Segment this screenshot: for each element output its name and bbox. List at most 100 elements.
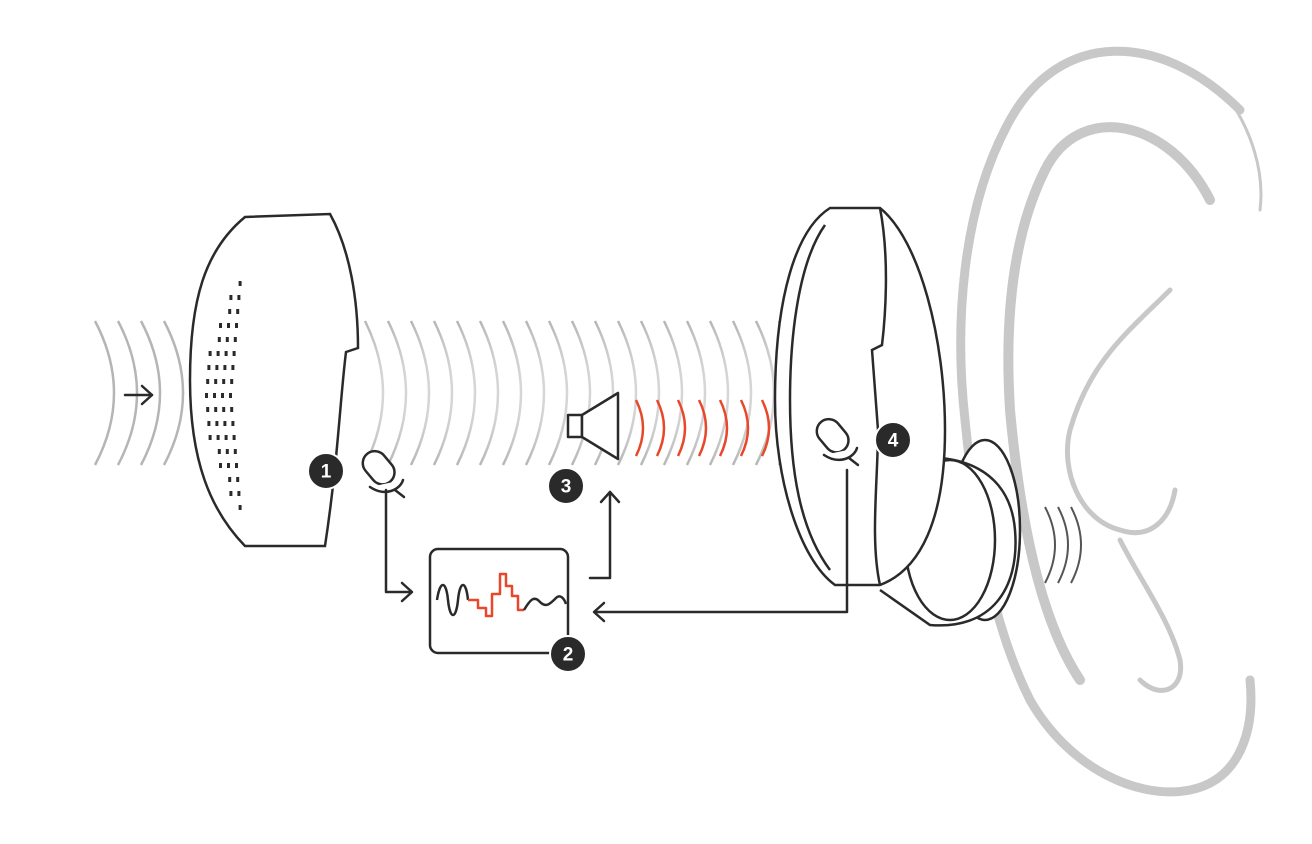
perforation-dot	[229, 393, 232, 398]
perforation-dot	[227, 323, 230, 328]
perforation-dot	[216, 435, 220, 440]
perforation-dot	[228, 477, 232, 482]
sound-wave-arc	[616, 320, 638, 466]
sound-wave-arc	[708, 320, 730, 466]
perforation-dot	[230, 379, 234, 384]
sound-wave-arc	[93, 320, 116, 466]
sound-wave-arc	[478, 320, 500, 466]
step-number: 3	[561, 477, 572, 498]
perforation-dot	[208, 435, 212, 440]
perforation-dot	[221, 393, 224, 398]
anti-noise-wave-arc	[697, 399, 708, 457]
sound-wave-arc	[754, 320, 776, 466]
perforation-dot	[232, 435, 236, 440]
perforation-dot	[235, 463, 238, 468]
perforation-dot	[217, 449, 221, 454]
anti-noise-wave-arc	[676, 399, 687, 457]
anti-noise-wave-arc	[739, 399, 750, 457]
sound-wave-arc	[685, 320, 707, 466]
signal-paths	[384, 468, 849, 623]
perforation-dot	[236, 477, 240, 482]
sound-wave-arc	[570, 320, 592, 466]
perforation-dot	[229, 491, 233, 496]
sound-wave-arc	[162, 320, 185, 466]
perforation-dot	[215, 365, 219, 370]
sound-wave-arc	[1044, 506, 1056, 584]
perforation-dot	[231, 365, 235, 370]
perforation-dot	[223, 365, 227, 370]
step-badge-1: 1	[307, 452, 345, 490]
perforation-dot	[238, 281, 242, 286]
sound-wave-arc	[1070, 506, 1082, 584]
anti-noise-wave-arc	[718, 399, 729, 457]
sound-wave-arc	[409, 320, 431, 466]
perforation-dot	[206, 407, 210, 412]
microphone-icon	[361, 449, 406, 499]
perforation-dot	[205, 393, 208, 398]
perforation-dot	[235, 323, 238, 328]
anti-noise-wave-arc	[760, 399, 771, 457]
perforation-dot	[238, 505, 242, 510]
perforation-dot	[225, 449, 229, 454]
sound-wave-arc	[524, 320, 546, 466]
sound-wave-arc	[501, 320, 523, 466]
perforation-dot	[219, 323, 222, 328]
perforation-dot	[225, 337, 229, 342]
perforation-dot	[224, 435, 228, 440]
sound-wave-arc	[386, 320, 408, 466]
perforation-dot	[207, 421, 211, 426]
perforation-dot	[222, 407, 226, 412]
perforation-dot	[236, 309, 240, 314]
perforation-dot	[207, 365, 211, 370]
perforation-dot	[217, 337, 221, 342]
ear-canal-sound-waves	[1044, 506, 1082, 584]
step-number: 4	[888, 431, 899, 452]
arrow-right-icon	[123, 384, 154, 406]
perforation-dot	[228, 309, 232, 314]
anti-noise-wave-arc	[655, 399, 666, 457]
ear-icon	[956, 46, 1263, 797]
perforation-dot	[237, 491, 241, 496]
ear-cup-perforations	[205, 281, 242, 510]
perforation-dot	[215, 421, 219, 426]
sound-wave-arc	[731, 320, 753, 466]
sound-wave-arc	[1057, 506, 1069, 584]
earbud-icon	[773, 206, 1022, 627]
perforation-dot	[227, 463, 230, 468]
sound-wave-arc	[455, 320, 477, 466]
perforation-dot	[232, 351, 236, 356]
perforation-dot	[230, 407, 234, 412]
step-number: 1	[321, 462, 332, 483]
sound-wave-arc	[363, 320, 385, 466]
step-badge-4: 4	[874, 421, 912, 459]
perforation-dot	[223, 421, 227, 426]
perforation-dot	[214, 379, 218, 384]
step-badge-2: 2	[549, 635, 587, 673]
sound-wave-arc	[432, 320, 454, 466]
sound-wave-arc	[639, 320, 661, 466]
speaker-icon	[566, 391, 620, 461]
perforation-dot	[206, 379, 210, 384]
perforation-dot	[208, 351, 212, 356]
perforation-dot	[213, 393, 216, 398]
perforation-dot	[231, 421, 235, 426]
sound-wave-arc	[662, 320, 684, 466]
step-number: 2	[563, 645, 574, 666]
perforation-dot	[237, 295, 241, 300]
perforation-dot	[216, 351, 220, 356]
processor-box	[428, 547, 570, 655]
waveform-icon	[435, 572, 568, 618]
anti-noise-wave-arc	[634, 399, 645, 457]
sound-wave-arc	[547, 320, 569, 466]
step-badge-3: 3	[547, 467, 585, 505]
sound-wave-arc	[139, 320, 162, 466]
perforation-dot	[222, 379, 226, 384]
perforation-dot	[214, 407, 218, 412]
ambient-sound-waves	[363, 320, 799, 466]
perforation-dot	[224, 351, 228, 356]
perforation-dot	[233, 337, 237, 342]
microphone-icon	[815, 417, 860, 467]
perforation-dot	[233, 449, 237, 454]
sound-wave-arc	[116, 320, 139, 466]
